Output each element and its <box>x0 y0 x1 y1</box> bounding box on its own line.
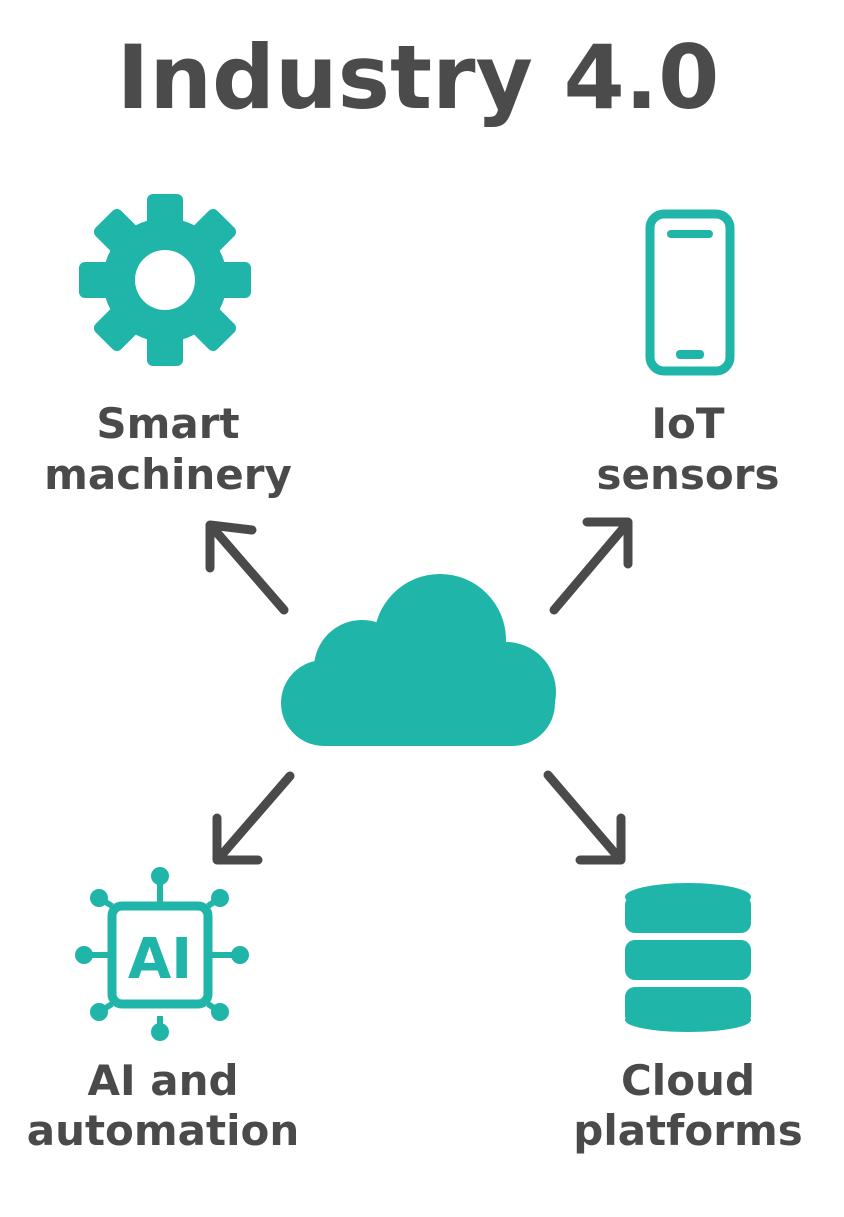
label-iot-sensors-line1: IoT <box>651 399 724 448</box>
label-cloud-platforms-line2: platforms <box>573 1106 802 1155</box>
label-smart-machinery-line2: machinery <box>44 450 292 499</box>
cloud-icon <box>281 574 556 746</box>
label-iot-sensors-line2: sensors <box>597 450 780 499</box>
ai-chip-icon: AI <box>75 867 249 1041</box>
arrow-to-smart-machinery <box>205 520 289 615</box>
gear-icon <box>79 194 251 366</box>
label-ai-automation-line1: AI and <box>87 1056 238 1105</box>
diagram-title: Industry 4.0 <box>117 26 720 129</box>
ai-chip-text: AI <box>128 927 192 992</box>
label-ai-automation-line2: automation <box>27 1106 300 1155</box>
label-cloud-platforms-line1: Cloud <box>621 1056 755 1105</box>
smartphone-icon <box>645 209 735 376</box>
label-smart-machinery-line1: Smart <box>96 399 239 448</box>
arrow-to-ai-automation <box>212 771 295 865</box>
arrow-to-iot-sensors <box>549 517 633 615</box>
arrow-to-cloud-platforms <box>543 770 626 865</box>
database-icon <box>625 883 751 1032</box>
